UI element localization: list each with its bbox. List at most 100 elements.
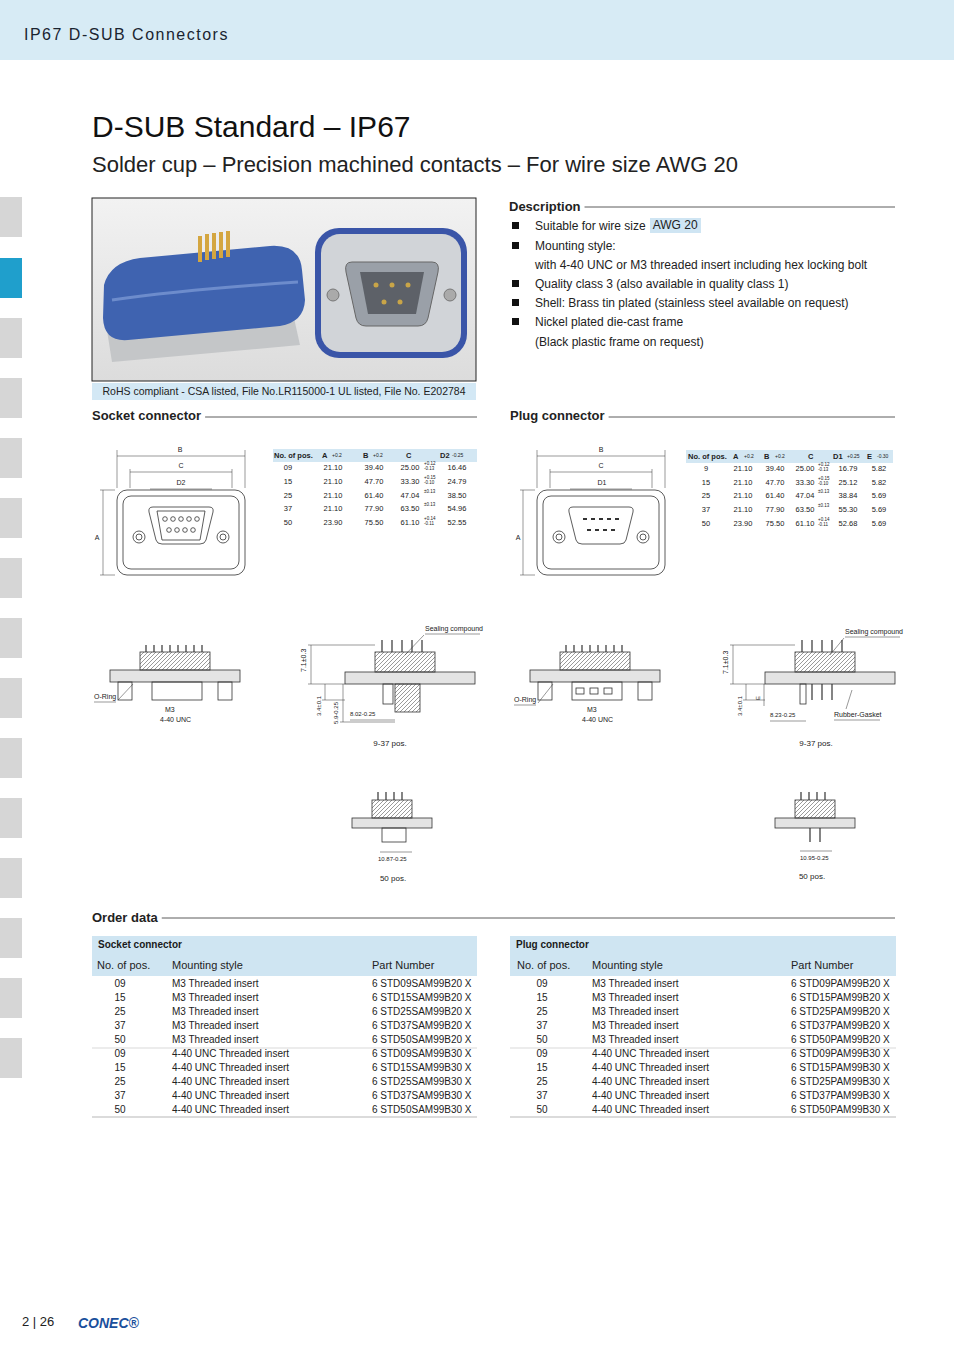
table-cell: M3 Threaded insert <box>592 993 679 1003</box>
heading-rule <box>205 417 477 418</box>
part-number: 6 STD25SAM99B20 X <box>372 1007 472 1017</box>
node-text: IP67 D-SUB Connectors <box>24 27 954 43</box>
section-heading: Plug connector <box>510 409 605 422</box>
drawing-annotation: M3 <box>587 706 597 713</box>
brand-logo: CONEC® <box>78 1316 139 1330</box>
page-number: 2 | 26 <box>22 1315 54 1328</box>
drawing-annotation: 7.1±0.3 <box>722 651 729 674</box>
tolerance: +0.14 -0.11 <box>424 517 440 526</box>
drawing-annotation: 4-40 UNC <box>160 716 191 723</box>
tolerance: -0.25 <box>452 453 463 458</box>
table-cell: 4-40 UNC Threaded insert <box>172 1063 289 1073</box>
table-cell: 50 <box>114 1105 125 1115</box>
heading-rule <box>162 918 895 919</box>
table-cell: 63.50 <box>796 506 815 514</box>
part-number: 6 STD50SAM99B30 X <box>372 1105 472 1115</box>
table-cell: 61.10 <box>796 520 815 528</box>
table-cell: 38.84 <box>839 492 858 500</box>
table-cell: 37 <box>536 1021 547 1031</box>
table-cell: 50 <box>536 1105 547 1115</box>
drawing-annotation: 50 pos. <box>799 873 825 881</box>
side-view-drawing <box>514 637 900 851</box>
drawing-annotation: A <box>95 534 100 541</box>
drawing-annotation: D2 <box>177 479 186 486</box>
part-number: 6 STD37SAM99B20 X <box>372 1021 472 1031</box>
page-title: D-SUB Standard – IP67 <box>92 112 411 142</box>
table-cell: 52.55 <box>448 519 467 527</box>
table-cell: 5.69 <box>872 520 887 528</box>
table-cell: 16.79 <box>839 465 858 473</box>
part-number: 6 STD09SAM99B30 X <box>372 1049 472 1059</box>
table-cell: 4-40 UNC Threaded insert <box>592 1063 709 1073</box>
column-header: Part Number <box>791 960 853 971</box>
table-cell: 37 <box>114 1091 125 1101</box>
tolerance: ±0.13 <box>818 504 834 509</box>
table-cell: 37 <box>114 1021 125 1031</box>
drawing-annotation: C <box>178 462 183 469</box>
table-cell: 4-40 UNC Threaded insert <box>592 1049 709 1059</box>
table-cell: 33.30 <box>796 479 815 487</box>
table-cell: 5.69 <box>872 506 887 514</box>
drawing-annotation: B <box>599 446 604 453</box>
table-header: D2 <box>440 452 450 460</box>
column-header: No. of pos. <box>97 960 150 971</box>
table-cell: 25 <box>702 492 710 500</box>
table-cell: 21.10 <box>734 492 753 500</box>
table-cell: M3 Threaded insert <box>592 1007 679 1017</box>
heading-rule <box>585 207 895 208</box>
table-header-bg <box>686 450 893 463</box>
table-cell: 52.68 <box>839 520 858 528</box>
description-text: with 4-40 UNC or M3 threaded insert incl… <box>535 259 867 271</box>
table-header: B <box>764 453 769 461</box>
drawing-annotation: O-Ring <box>514 696 536 703</box>
side-tabs <box>0 197 22 1078</box>
table-cell: 39.40 <box>766 465 785 473</box>
tolerance: ±0.13 <box>818 490 834 495</box>
table-cell: 37 <box>284 505 292 513</box>
table-header-bg <box>273 449 477 462</box>
product-photo <box>92 198 476 381</box>
part-number: 6 STD15SAM99B20 X <box>372 993 472 1003</box>
drawing-annotation: 7.1±0.3 <box>300 649 307 672</box>
table-header: A <box>733 453 738 461</box>
table-cell: M3 Threaded insert <box>172 993 259 1003</box>
drawing-annotation: 3.4±0.1 <box>737 696 743 716</box>
table-cell: 50 <box>284 519 292 527</box>
table-cell: 23.90 <box>734 520 753 528</box>
drawing-annotation: 9-37 pos. <box>373 740 406 748</box>
table-cell: 09 <box>114 979 125 989</box>
tolerance: +0.15 -0.10 <box>818 477 834 486</box>
drawing-annotation: A <box>516 534 521 541</box>
table-cell: 24.79 <box>448 478 467 486</box>
table-cell: 4-40 UNC Threaded insert <box>172 1077 289 1087</box>
table-cell: 50 <box>114 1035 125 1045</box>
table-cell: 21.10 <box>734 506 753 514</box>
table-cell: 50 <box>536 1035 547 1045</box>
tolerance: +0.14 -0.11 <box>818 518 834 527</box>
table-cell: 61.40 <box>365 492 384 500</box>
table-cell: 54.96 <box>448 505 467 513</box>
table-header: No. of pos. <box>688 453 727 461</box>
table-cell: 21.10 <box>734 479 753 487</box>
drawing-annotation: M3 <box>165 706 175 713</box>
table-cell: 9 <box>704 465 708 473</box>
table-cell: 4-40 UNC Threaded insert <box>172 1049 289 1059</box>
table-cell: 21.10 <box>324 478 343 486</box>
table-cell: 09 <box>536 979 547 989</box>
section-heading: Order data <box>92 911 158 924</box>
table-cell: 61.40 <box>766 492 785 500</box>
table-cell: 5.82 <box>872 465 887 473</box>
section-heading: Description <box>509 200 581 213</box>
section-heading: Socket connector <box>92 409 201 422</box>
tolerance: +0.12 -0.13 <box>424 462 440 471</box>
table-cell: 4-40 UNC Threaded insert <box>592 1105 709 1115</box>
part-number: 6 STD50PAM99B20 X <box>791 1035 890 1045</box>
table-cell: 55.30 <box>839 506 858 514</box>
part-number: 6 STD25PAM99B30 X <box>791 1077 890 1087</box>
part-number: 6 STD37SAM99B30 X <box>372 1091 472 1101</box>
table-cell: 5.82 <box>872 479 887 487</box>
tolerance: +0.15 -0.10 <box>424 476 440 485</box>
node-text: Socket connector <box>98 940 477 950</box>
drawing-annotation: C <box>598 462 603 469</box>
table-cell: M3 Threaded insert <box>172 1007 259 1017</box>
